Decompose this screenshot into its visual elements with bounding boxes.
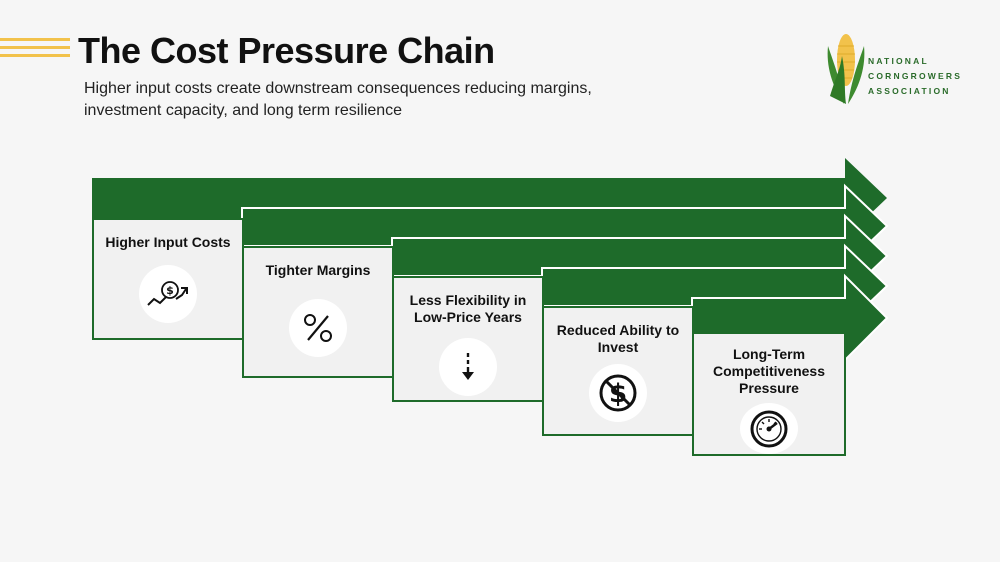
arrow-down-icon	[439, 338, 497, 396]
decorative-lines	[0, 38, 70, 62]
ncga-logo: NATIONAL CORNGROWERS ASSOCIATION	[822, 26, 972, 106]
step-label: Less Flexibility in Low-Price Years	[409, 292, 527, 325]
step-less-flexibility: Less Flexibility in Low-Price Years	[392, 276, 544, 402]
step-label: Higher Input Costs	[105, 234, 231, 250]
step-label: Tighter Margins	[265, 262, 371, 278]
step-label: Reduced Ability to Invest	[556, 322, 680, 355]
step-higher-input-costs: Higher Input Costs $	[92, 218, 244, 340]
step-reduced-ability-to-invest: Reduced Ability to Invest $	[542, 306, 694, 436]
svg-text:$: $	[166, 284, 174, 297]
no-dollar-icon: $	[589, 364, 647, 422]
corn-icon	[827, 34, 865, 104]
percent-icon	[289, 299, 347, 357]
logo-line-1: NATIONAL	[868, 56, 929, 66]
step-long-term-competitiveness: Long-Term Competitiveness Pressure	[692, 332, 846, 456]
page-title: The Cost Pressure Chain	[78, 30, 495, 71]
step-tighter-margins: Tighter Margins	[242, 246, 394, 378]
page-subtitle: Higher input costs create downstream con…	[84, 80, 592, 119]
rising-cost-icon: $	[139, 265, 197, 323]
step-label: Long-Term Competitiveness Pressure	[712, 346, 826, 396]
logo-line-3: ASSOCIATION	[868, 86, 951, 96]
logo-line-2: CORNGROWERS	[868, 71, 963, 81]
gauge-icon	[740, 403, 798, 454]
